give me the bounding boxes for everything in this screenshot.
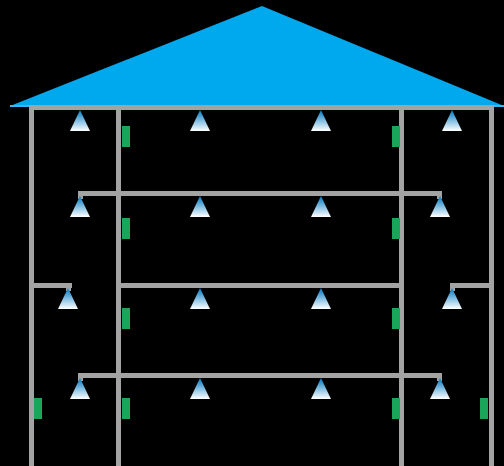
sprinkler-head-icon <box>430 196 450 217</box>
sprinkler-head-icon <box>430 378 450 399</box>
sprinkler-head-icon <box>58 288 78 309</box>
floor-4-branch-pipe <box>80 373 442 378</box>
valve-icon <box>122 308 130 329</box>
sprinkler-head-icon <box>311 378 331 399</box>
drop-pipe <box>78 373 83 381</box>
valve-icon <box>392 398 400 419</box>
sprinkler-head-icon <box>190 288 210 309</box>
valve-icon <box>392 126 400 147</box>
drop-pipe <box>437 373 442 381</box>
sprinkler-head-icon <box>70 378 90 399</box>
sprinkler-head-icon <box>311 110 331 131</box>
drop-pipe <box>66 283 71 291</box>
floor-3-left-stub-pipe <box>29 283 72 288</box>
floor-3-branch-pipe <box>116 283 404 288</box>
drop-pipe <box>450 283 455 291</box>
drop-pipe <box>78 191 83 199</box>
valve-icon <box>122 398 130 419</box>
valve-icon <box>122 126 130 147</box>
sprinkler-head-icon <box>70 110 90 131</box>
valve-icon <box>392 218 400 239</box>
floor-3-right-stub-pipe <box>450 283 494 288</box>
pipe-network <box>29 105 494 466</box>
valve-icon <box>392 308 400 329</box>
valves <box>34 126 488 419</box>
valve-icon <box>122 218 130 239</box>
sprinkler-head-icon <box>311 196 331 217</box>
floor-2-branch-pipe <box>80 191 442 196</box>
drop-pipe <box>437 191 442 199</box>
sprinkler-head-icon <box>70 196 90 217</box>
sprinkler-head-icon <box>442 110 462 131</box>
sprinkler-head-icon <box>311 288 331 309</box>
sprinkler-head-icon <box>442 288 462 309</box>
sprinkler-head-icon <box>190 378 210 399</box>
valve-icon <box>480 398 488 419</box>
valve-icon <box>34 398 42 419</box>
sprinkler-head-icon <box>190 196 210 217</box>
roof <box>10 6 504 106</box>
sprinkler-heads <box>58 110 462 399</box>
top-pipe <box>29 105 494 110</box>
sprinkler-head-icon <box>190 110 210 131</box>
